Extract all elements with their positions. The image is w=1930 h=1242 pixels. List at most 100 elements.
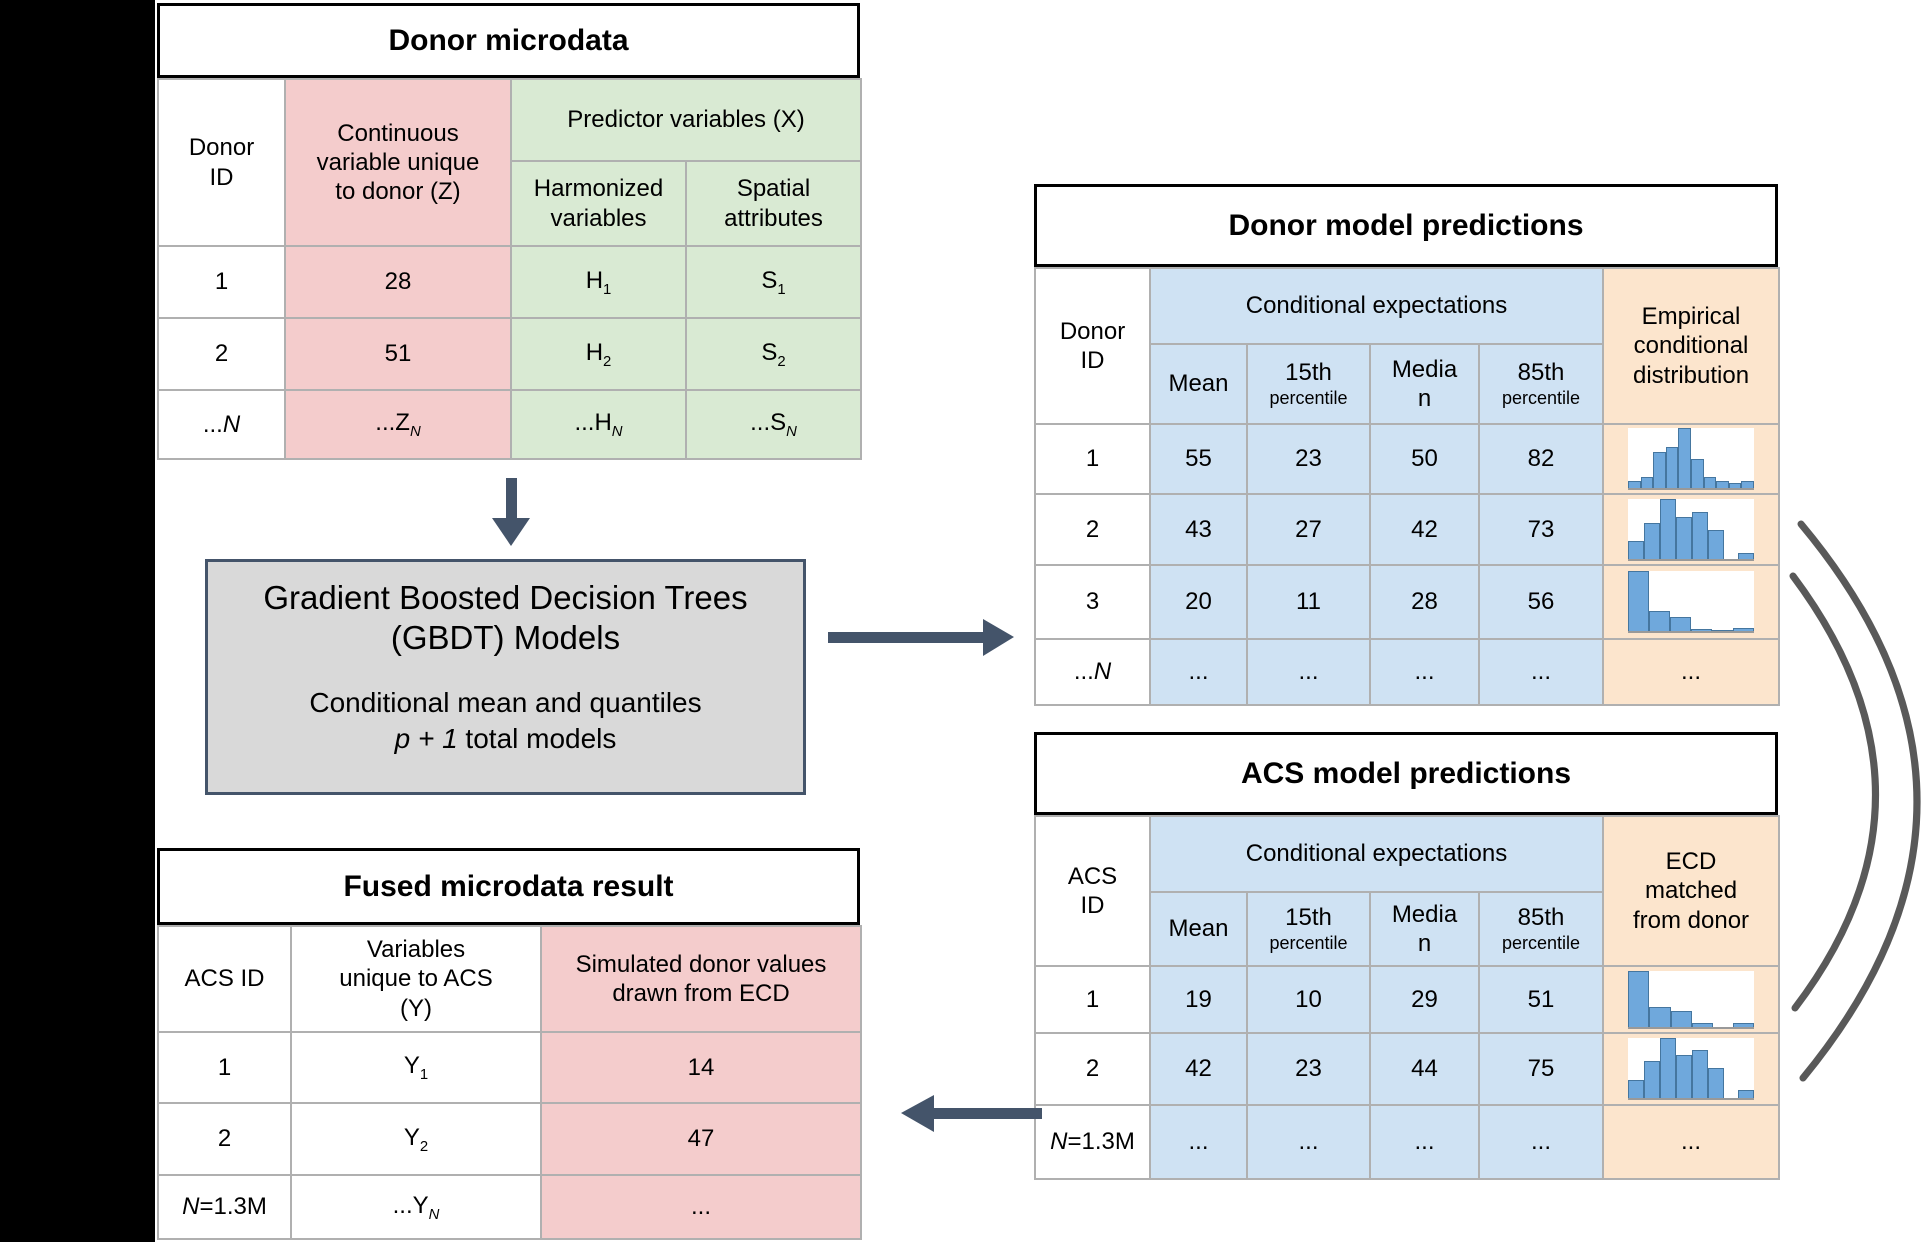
col-header-predictor-group: Predictor variables (X): [509, 78, 863, 162]
table-row: 1 19 10 29 51: [1034, 965, 1781, 1034]
cell-text: S: [761, 338, 778, 366]
col-header-median-text: Median: [1391, 355, 1458, 412]
ecd-cell: ...: [1602, 1104, 1781, 1180]
ecd-cell: ...: [1602, 638, 1781, 706]
table-cell: Y2: [290, 1102, 542, 1176]
cell-subscript: 1: [419, 1066, 429, 1083]
col-header-y-text: Variables unique to ACS (Y): [339, 936, 493, 1022]
table-cell: 75: [1477, 1032, 1605, 1106]
col-header-85th-text: 85th: [1517, 904, 1565, 932]
cell-subscript: N: [409, 423, 421, 440]
gbdt-models-count: p + 1: [394, 722, 458, 754]
table-cell: 20: [1149, 564, 1248, 640]
ecd-cell: [1602, 493, 1781, 566]
ecd-histogram: [1628, 1038, 1755, 1100]
donor-microdata-title-text: Donor microdata: [388, 23, 629, 57]
gbdt-models-count-rest: total models: [457, 722, 617, 754]
table-cell: 14: [540, 1031, 862, 1104]
table-cell: 2: [1034, 1032, 1151, 1106]
cell-text: S: [761, 266, 778, 294]
col-header-15th-sub: percentile: [1269, 932, 1348, 953]
acs-predictions-title: ACS model predictions: [1034, 732, 1778, 815]
col-header-donor-id: Donor ID: [157, 78, 286, 247]
table-row: 2 Y2 47: [157, 1102, 862, 1176]
table-row: 3 20 11 28 56: [1034, 564, 1781, 640]
table-cell: 23: [1246, 423, 1371, 495]
table-cell: ...: [1149, 638, 1248, 706]
ecd-cell: [1602, 564, 1781, 640]
table-cell: ...: [1246, 1104, 1371, 1180]
cell-text: ...: [1073, 658, 1094, 686]
ecd-histogram: [1628, 571, 1755, 633]
table-row: 1 55 23 50 82: [1034, 423, 1781, 495]
ecd-match-curve-inner: [1789, 572, 1879, 1012]
col-header-median: Median: [1369, 343, 1480, 425]
cell-text: ...Y: [392, 1191, 429, 1219]
table-row: ACS ID Conditional expectations ECD matc…: [1034, 815, 1781, 967]
col-header-ecd: ECD matched from donor: [1602, 815, 1781, 967]
col-header-conditional-group: Conditional expectations: [1148, 815, 1605, 893]
donor-predictions-table: Donor model predictions Donor ID Conditi…: [1034, 184, 1781, 706]
col-header-median-text: Median: [1391, 900, 1458, 957]
ecd-cell: [1602, 965, 1781, 1034]
cell-text: Y: [403, 1052, 420, 1080]
acs-predictions-table: ACS model predictions ACS ID Conditional…: [1034, 732, 1781, 1180]
table-cell: 1: [157, 1031, 292, 1104]
table-cell: H2: [510, 317, 687, 391]
fused-result-grid: ACS ID Variables unique to ACS (Y) Simul…: [157, 925, 862, 1240]
acs-predictions-grid: ACS ID Conditional expectations ECD matc…: [1034, 815, 1781, 1180]
col-header-donor-id: Donor ID: [1034, 267, 1151, 425]
gbdt-title: Gradient Boosted Decision Trees (GBDT) M…: [263, 579, 748, 657]
table-cell: 1: [157, 245, 286, 319]
table-cell: 19: [1149, 965, 1248, 1034]
col-header-median: Median: [1369, 891, 1480, 967]
col-header-ecd-text: ECD matched from donor: [1632, 848, 1750, 934]
table-cell: 28: [284, 245, 512, 319]
cell-subscript: 2: [603, 353, 612, 370]
gbdt-subtitle-line2: p + 1 total models: [395, 723, 617, 754]
table-row: 2 51 H2 S 2: [157, 317, 863, 391]
col-header-15th-text: 15th: [1285, 904, 1332, 932]
table-cell: 3: [1034, 564, 1151, 640]
table-cell: ...: [1369, 638, 1480, 706]
table-cell: ...N: [1034, 638, 1151, 706]
table-row: N=1.3M ...YN ...: [157, 1174, 862, 1240]
cell-text: =1.3M: [199, 1193, 267, 1221]
col-header-mean: Mean: [1149, 891, 1248, 967]
table-row: 2 43 27 42 73: [1034, 493, 1781, 566]
donor-predictions-grid: Donor ID Conditional expectations Empiri…: [1034, 267, 1781, 706]
table-row: Donor ID Conditional expectations Empiri…: [1034, 267, 1781, 425]
table-cell: 50: [1369, 423, 1480, 495]
table-cell: 23: [1246, 1032, 1371, 1106]
col-header-ecd-text: Empirical conditional distribution: [1632, 303, 1750, 389]
table-row: N=1.3M ... ... ... ... ...: [1034, 1104, 1781, 1180]
table-cell: ...: [1246, 638, 1371, 706]
col-header-y: Variables unique to ACS (Y): [290, 925, 542, 1033]
table-cell: ...: [1477, 1104, 1605, 1180]
table-cell: ...: [1369, 1104, 1480, 1180]
table-cell: Y1: [290, 1031, 542, 1104]
table-cell: 2: [157, 317, 286, 391]
col-header-85th-text: 85th: [1517, 359, 1565, 387]
table-cell: 2: [1034, 493, 1151, 566]
col-header-simulated-text: Simulated donor values drawn from ECD: [575, 950, 827, 1007]
table-cell: 28: [1369, 564, 1480, 640]
cell-text: N: [1093, 658, 1112, 686]
gbdt-box: Gradient Boosted Decision Trees (GBDT) M…: [205, 559, 806, 795]
acs-predictions-title-text: ACS model predictions: [1240, 756, 1572, 790]
table-row: ...N ... ... ... ... ...: [1034, 638, 1781, 706]
col-header-simulated: Simulated donor values drawn from ECD: [540, 925, 862, 1033]
table-row: 2 42 23 44 75: [1034, 1032, 1781, 1106]
table-cell: 51: [284, 317, 512, 391]
table-cell: 42: [1369, 493, 1480, 566]
col-header-donor-id-text: Donor ID: [1059, 317, 1126, 374]
cell-text: N: [222, 410, 241, 438]
col-header-spatial: Spatial attributes: [684, 160, 863, 247]
table-cell: ...: [540, 1174, 862, 1240]
table-row: Donor ID Continuous variable unique to d…: [157, 78, 863, 247]
table-cell: 55: [1149, 423, 1248, 495]
